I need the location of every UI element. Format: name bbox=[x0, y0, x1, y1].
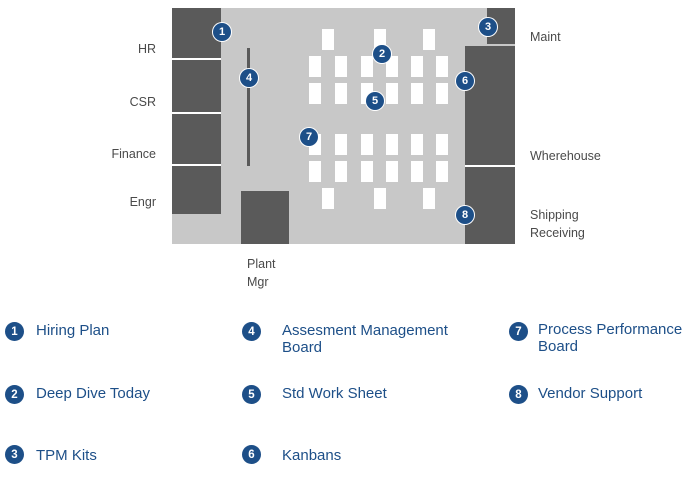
office-divider bbox=[172, 164, 221, 166]
desk bbox=[436, 83, 448, 104]
room-label-shipping: Shipping bbox=[530, 208, 579, 222]
desk bbox=[436, 134, 448, 155]
legend-label-7: Process Performance Board bbox=[538, 321, 682, 355]
room-label-plant-mgr: Plant Mgr bbox=[247, 256, 276, 290]
desk bbox=[386, 161, 398, 182]
office-divider bbox=[172, 58, 221, 60]
map-marker-4: 4 bbox=[240, 69, 258, 87]
desk bbox=[386, 56, 398, 77]
legend-marker-2: 2 bbox=[5, 385, 24, 404]
map-marker-5: 5 bbox=[366, 92, 384, 110]
floor-area bbox=[172, 8, 515, 244]
desk bbox=[411, 134, 423, 155]
desk bbox=[335, 161, 347, 182]
legend-label-1: Hiring Plan bbox=[36, 322, 110, 339]
desk bbox=[361, 56, 373, 77]
map-marker-1: 1 bbox=[213, 23, 231, 41]
desk bbox=[436, 161, 448, 182]
legend-marker-1: 1 bbox=[5, 322, 24, 341]
room-label-wherehouse: Wherehouse bbox=[530, 149, 601, 163]
desk bbox=[411, 83, 423, 104]
assessment-board-wall bbox=[247, 48, 250, 166]
room-label-plant-mgr-line1: Plant bbox=[247, 257, 276, 271]
legend-label-4-line2: Board bbox=[282, 339, 323, 356]
desk bbox=[411, 161, 423, 182]
left-offices bbox=[172, 8, 221, 214]
map-marker-7: 7 bbox=[300, 128, 318, 146]
desk bbox=[386, 83, 398, 104]
legend-label-5: Std Work Sheet bbox=[282, 385, 387, 402]
map-marker-6: 6 bbox=[456, 72, 474, 90]
desk bbox=[436, 56, 448, 77]
legend-label-4-line1: Assesment Management bbox=[282, 322, 448, 339]
desk bbox=[423, 188, 435, 209]
legend-label-7-line2: Board bbox=[538, 338, 579, 355]
room-label-finance: Finance bbox=[111, 147, 156, 161]
desk bbox=[361, 161, 373, 182]
map-marker-2: 2 bbox=[373, 45, 391, 63]
legend-marker-7: 7 bbox=[509, 322, 528, 341]
office-divider bbox=[172, 112, 221, 114]
desk bbox=[322, 188, 334, 209]
desk bbox=[309, 56, 321, 77]
desk bbox=[374, 29, 386, 50]
legend-label-4: Assesment Management Board bbox=[282, 322, 448, 356]
desk bbox=[361, 134, 373, 155]
desk bbox=[411, 56, 423, 77]
legend-marker-6: 6 bbox=[242, 445, 261, 464]
legend-marker-5: 5 bbox=[242, 385, 261, 404]
desk bbox=[309, 83, 321, 104]
legend-marker-3: 3 bbox=[5, 445, 24, 464]
map-marker-8: 8 bbox=[456, 206, 474, 224]
legend-marker-8: 8 bbox=[509, 385, 528, 404]
desk bbox=[309, 161, 321, 182]
desk bbox=[322, 29, 334, 50]
legend-label-7-line1: Process Performance bbox=[538, 321, 683, 338]
legend-label-2: Deep Dive Today bbox=[36, 385, 150, 402]
map-marker-3: 3 bbox=[479, 18, 497, 36]
desk bbox=[386, 134, 398, 155]
room-label-maint: Maint bbox=[530, 30, 561, 44]
room-label-engr: Engr bbox=[129, 195, 156, 209]
room-label-plant-mgr-line2: Mgr bbox=[247, 275, 269, 289]
room-label-csr: CSR bbox=[129, 95, 156, 109]
desk bbox=[374, 188, 386, 209]
desk bbox=[335, 134, 347, 155]
legend-marker-4: 4 bbox=[242, 322, 261, 341]
desk bbox=[335, 56, 347, 77]
legend-label-6: Kanbans bbox=[282, 447, 342, 464]
legend-label-3: TPM Kits bbox=[36, 447, 97, 464]
room-label-receiving: Receiving bbox=[530, 226, 585, 240]
desk bbox=[423, 29, 435, 50]
desk bbox=[335, 83, 347, 104]
plant-mgr-office bbox=[241, 191, 289, 244]
legend-label-8: Vendor Support bbox=[538, 385, 643, 402]
warehouse-divider bbox=[465, 165, 515, 167]
room-label-hr: HR bbox=[137, 42, 156, 56]
